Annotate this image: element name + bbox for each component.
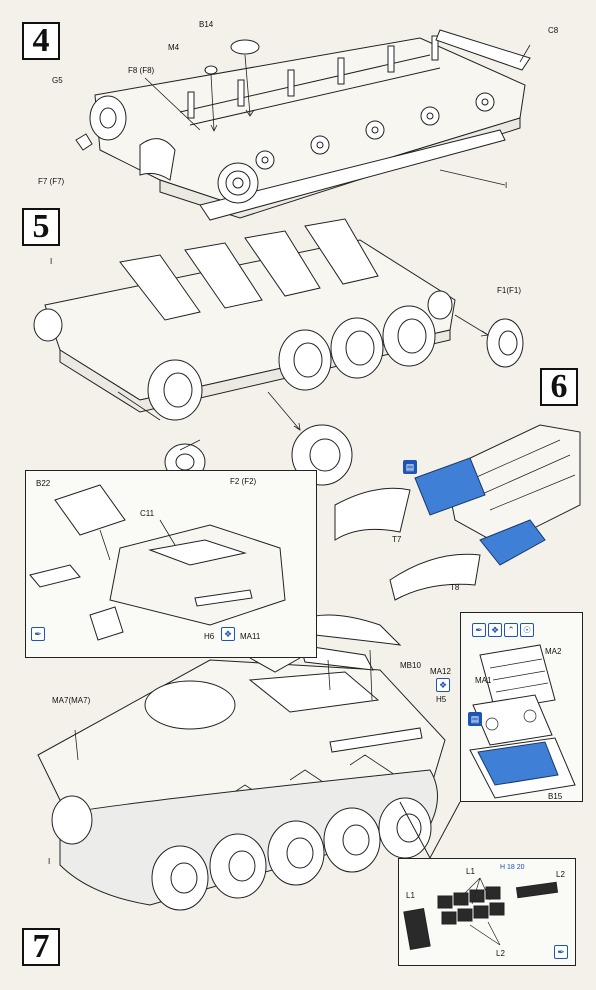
label-c11: C11 xyxy=(140,509,155,518)
label-m4: M4 xyxy=(168,43,180,52)
label-ma12: MA12 xyxy=(430,667,451,676)
label-l1-top: L1 xyxy=(466,867,475,876)
step4-hull-drawing xyxy=(75,29,531,221)
label-l1-left: L1 xyxy=(406,891,415,900)
label-f2: F2 (F2) xyxy=(230,477,257,486)
f1-wheel xyxy=(486,318,524,368)
step6-drawing xyxy=(334,424,581,601)
label-h18: H 18 20 xyxy=(500,864,525,871)
blue-paint-chip-icon: ☉ xyxy=(520,623,534,637)
blue-paint-chip-icon: ▤ xyxy=(468,712,482,726)
road-wheels-mounted xyxy=(147,305,436,421)
blue-front-part xyxy=(414,457,486,516)
mb10-deck-grill xyxy=(299,614,402,646)
turret-ring xyxy=(144,680,236,730)
blue-lower-part xyxy=(479,519,546,566)
label-l2-right: L2 xyxy=(556,870,565,879)
label-i-step5: I xyxy=(50,257,53,266)
drive-sprocket xyxy=(217,162,259,204)
cement-tube-icon: ❖ xyxy=(221,627,235,641)
label-h6: H6 xyxy=(204,632,215,641)
t7-fender xyxy=(334,487,411,541)
t8-fender xyxy=(389,553,481,601)
label-b14: B14 xyxy=(199,20,214,29)
label-l2-bottom: L2 xyxy=(496,949,505,958)
suspension-arms xyxy=(255,92,495,170)
step7-road-wheels xyxy=(151,797,432,911)
label-i-step4: I xyxy=(505,181,508,190)
label-ma7: MA7(MA7) xyxy=(52,696,91,705)
glue-brush-icon: ✒ xyxy=(472,623,486,637)
blue-paint-chip-icon: ▤ xyxy=(403,460,417,474)
step-number-5: 5 xyxy=(22,208,60,246)
label-b15: B15 xyxy=(548,792,563,801)
label-ma11: MA11 xyxy=(240,632,261,641)
label-f7: F7 (F7) xyxy=(38,177,65,186)
cement-tube-icon: ❖ xyxy=(436,678,450,692)
label-ma1: MA1 xyxy=(475,676,492,685)
label-f8: F8 (F8) xyxy=(128,66,155,75)
f7-fender-part xyxy=(139,138,176,181)
label-t8: T8 xyxy=(450,583,460,592)
final-drive-housing xyxy=(89,95,127,141)
torsion-bar-stubs xyxy=(187,35,439,119)
handle-with-care-icon: ⌃ xyxy=(504,623,518,637)
step5-hull-drawing xyxy=(33,218,524,486)
step-number-4: 4 xyxy=(22,22,60,60)
label-c8: C8 xyxy=(548,26,559,35)
glue-brush-icon: ✒ xyxy=(31,627,45,641)
label-h5: H5 xyxy=(436,695,447,704)
c8-plate xyxy=(435,29,531,71)
step-number-6: 6 xyxy=(540,368,578,406)
glue-brush-icon: ✒ xyxy=(554,945,568,959)
label-t7: T7 xyxy=(392,535,402,544)
label-b22: B22 xyxy=(36,479,51,488)
label-ma2: MA2 xyxy=(545,647,562,656)
cement-tube-icon: ❖ xyxy=(488,623,502,637)
label-g5: G5 xyxy=(52,76,63,85)
label-mb10: MB10 xyxy=(400,661,421,670)
label-f1: F1(F1) xyxy=(497,286,521,295)
step7-hull-drawing xyxy=(37,614,446,911)
step-number-7: 7 xyxy=(22,928,60,966)
b14-plate xyxy=(230,39,260,55)
label-i-step7: I xyxy=(48,857,51,866)
